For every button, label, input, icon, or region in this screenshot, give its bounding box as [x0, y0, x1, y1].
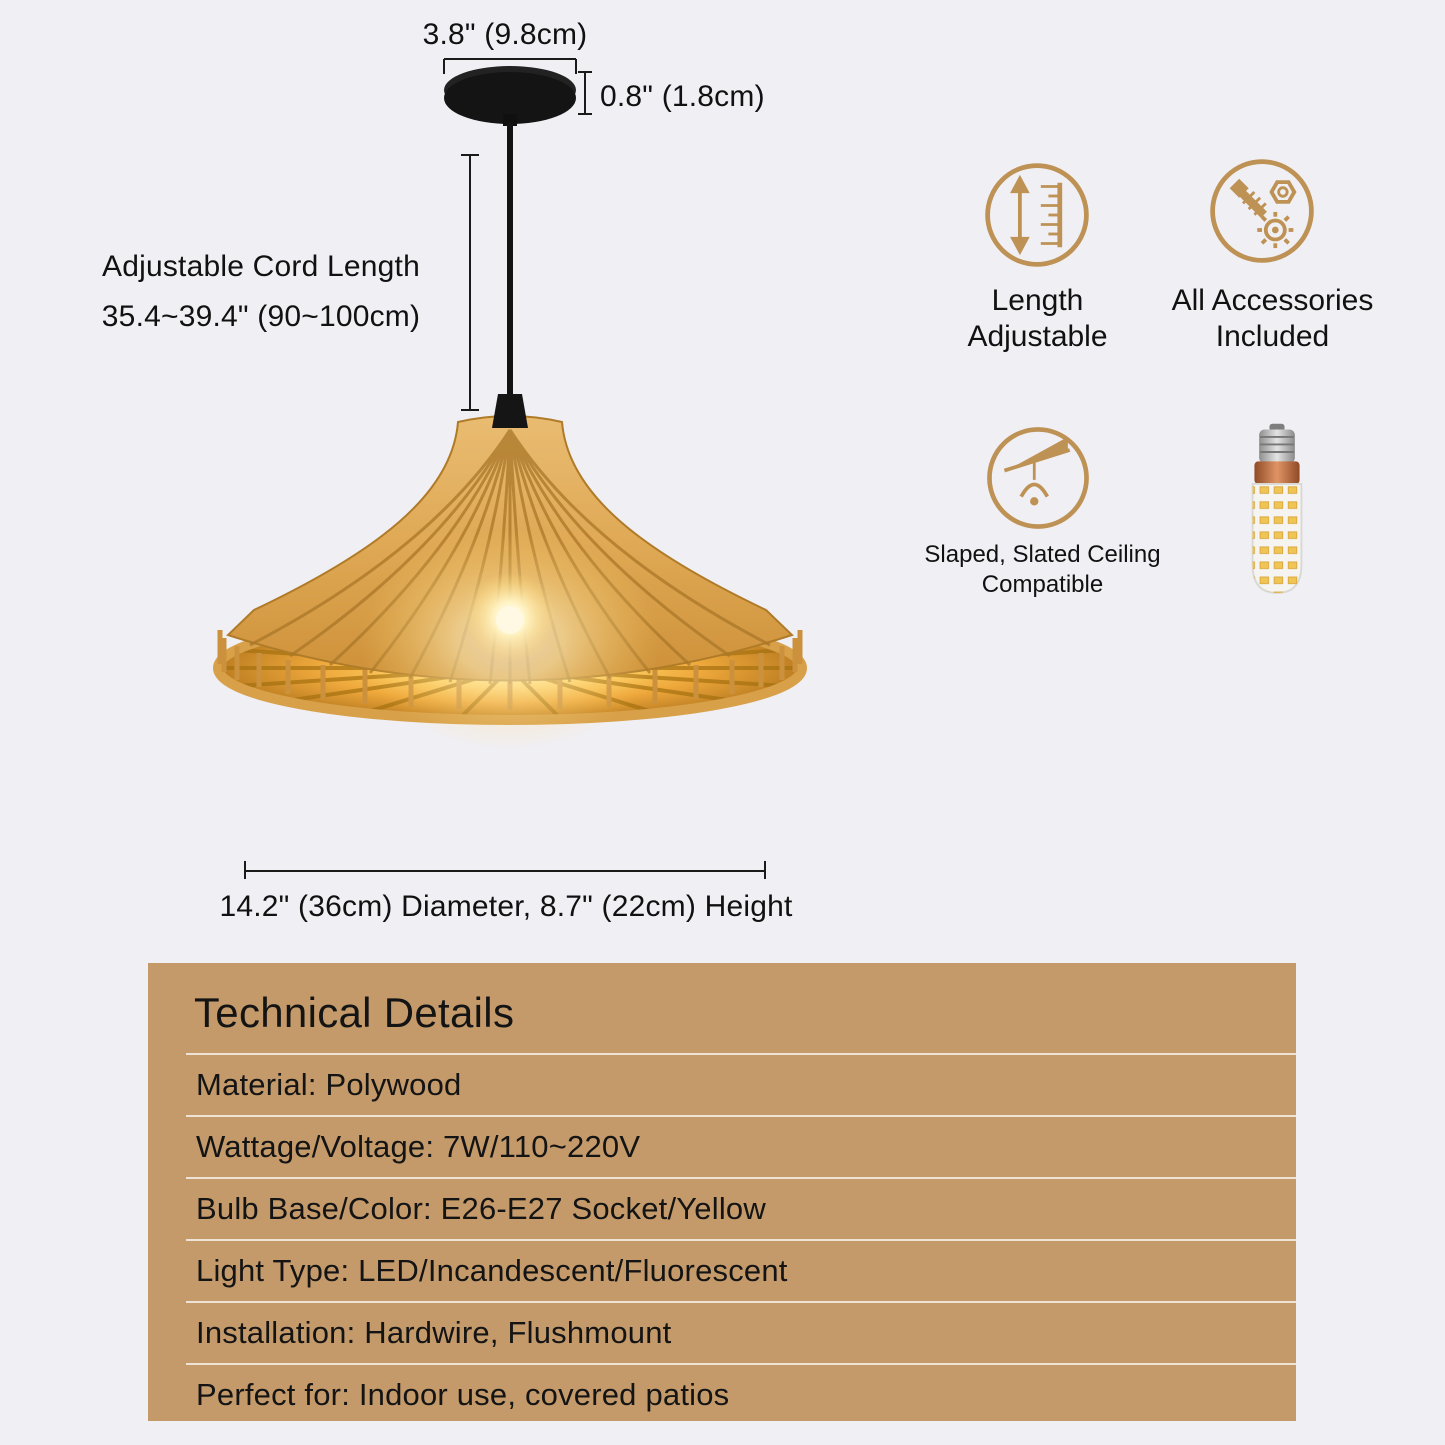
feature-label-sloped-ceiling-line1: Slaped, Slated Ceiling — [924, 541, 1161, 568]
feature-label-accessories: All Accessories Included — [1145, 283, 1400, 355]
spec-row-perfect-for: Perfect for: Indoor use, covered patios — [186, 1363, 1296, 1425]
technical-details-panel: Technical Details Material: Polywood Wat… — [148, 963, 1296, 1421]
sloped-ceiling-icon — [987, 427, 1089, 529]
canopy-thickness-label: 0.8" (1.8cm) — [600, 80, 765, 113]
ceiling-canopy — [444, 66, 576, 126]
feature-label-length-line2: Adjustable — [967, 320, 1108, 353]
led-corn-bulb-image — [1251, 423, 1303, 594]
feature-label-length: Length Adjustable — [945, 283, 1130, 355]
lamp-socket — [492, 394, 528, 428]
cord-length-label: Adjustable Cord Length 35.4~39.4" (90~10… — [58, 242, 464, 342]
spec-row-material: Material: Polywood — [186, 1053, 1296, 1115]
diameter-measure-line — [245, 870, 765, 872]
glowing-bulb — [464, 572, 556, 664]
feature-label-sloped-ceiling: Slaped, Slated Ceiling Compatible — [900, 540, 1185, 600]
technical-details-rows: Material: Polywood Wattage/Voltage: 7W/1… — [186, 1053, 1296, 1425]
spec-row-installation: Installation: Hardwire, Flushmount — [186, 1301, 1296, 1363]
spec-row-wattage: Wattage/Voltage: 7W/110~220V — [186, 1115, 1296, 1177]
spec-row-light-type: Light Type: LED/Incandescent/Fluorescent — [186, 1239, 1296, 1301]
feature-label-length-line1: Length — [991, 284, 1084, 317]
diameter-measure-tick-right — [764, 861, 766, 879]
canopy-thickness-measure — [578, 71, 592, 115]
feature-label-accessories-line2: Included — [1215, 320, 1330, 353]
spec-row-bulb-base: Bulb Base/Color: E26-E27 Socket/Yellow — [186, 1177, 1296, 1239]
feature-label-sloped-ceiling-line2: Compatible — [981, 571, 1104, 598]
rim-slats — [217, 630, 803, 710]
cord-length-label-line1: Adjustable Cord Length — [102, 250, 420, 283]
technical-details-title: Technical Details — [194, 989, 515, 1036]
canopy-width-label: 3.8" (9.8cm) — [422, 18, 588, 51]
pendant-lamp-illustration — [213, 58, 807, 750]
cord-length-label-line2: 35.4~39.4" (90~100cm) — [101, 300, 421, 333]
cord-length-measure — [461, 154, 479, 411]
feature-label-accessories-line1: All Accessories — [1171, 284, 1374, 317]
length-adjustable-icon — [985, 163, 1089, 267]
pendant-cord — [507, 122, 513, 402]
canopy-width-measure — [443, 58, 577, 74]
diameter-measure-tick-left — [244, 861, 246, 879]
accessories-included-icon — [1210, 159, 1314, 263]
shade-size-label: 14.2" (36cm) Diameter, 8.7" (22cm) Heigh… — [219, 890, 793, 923]
